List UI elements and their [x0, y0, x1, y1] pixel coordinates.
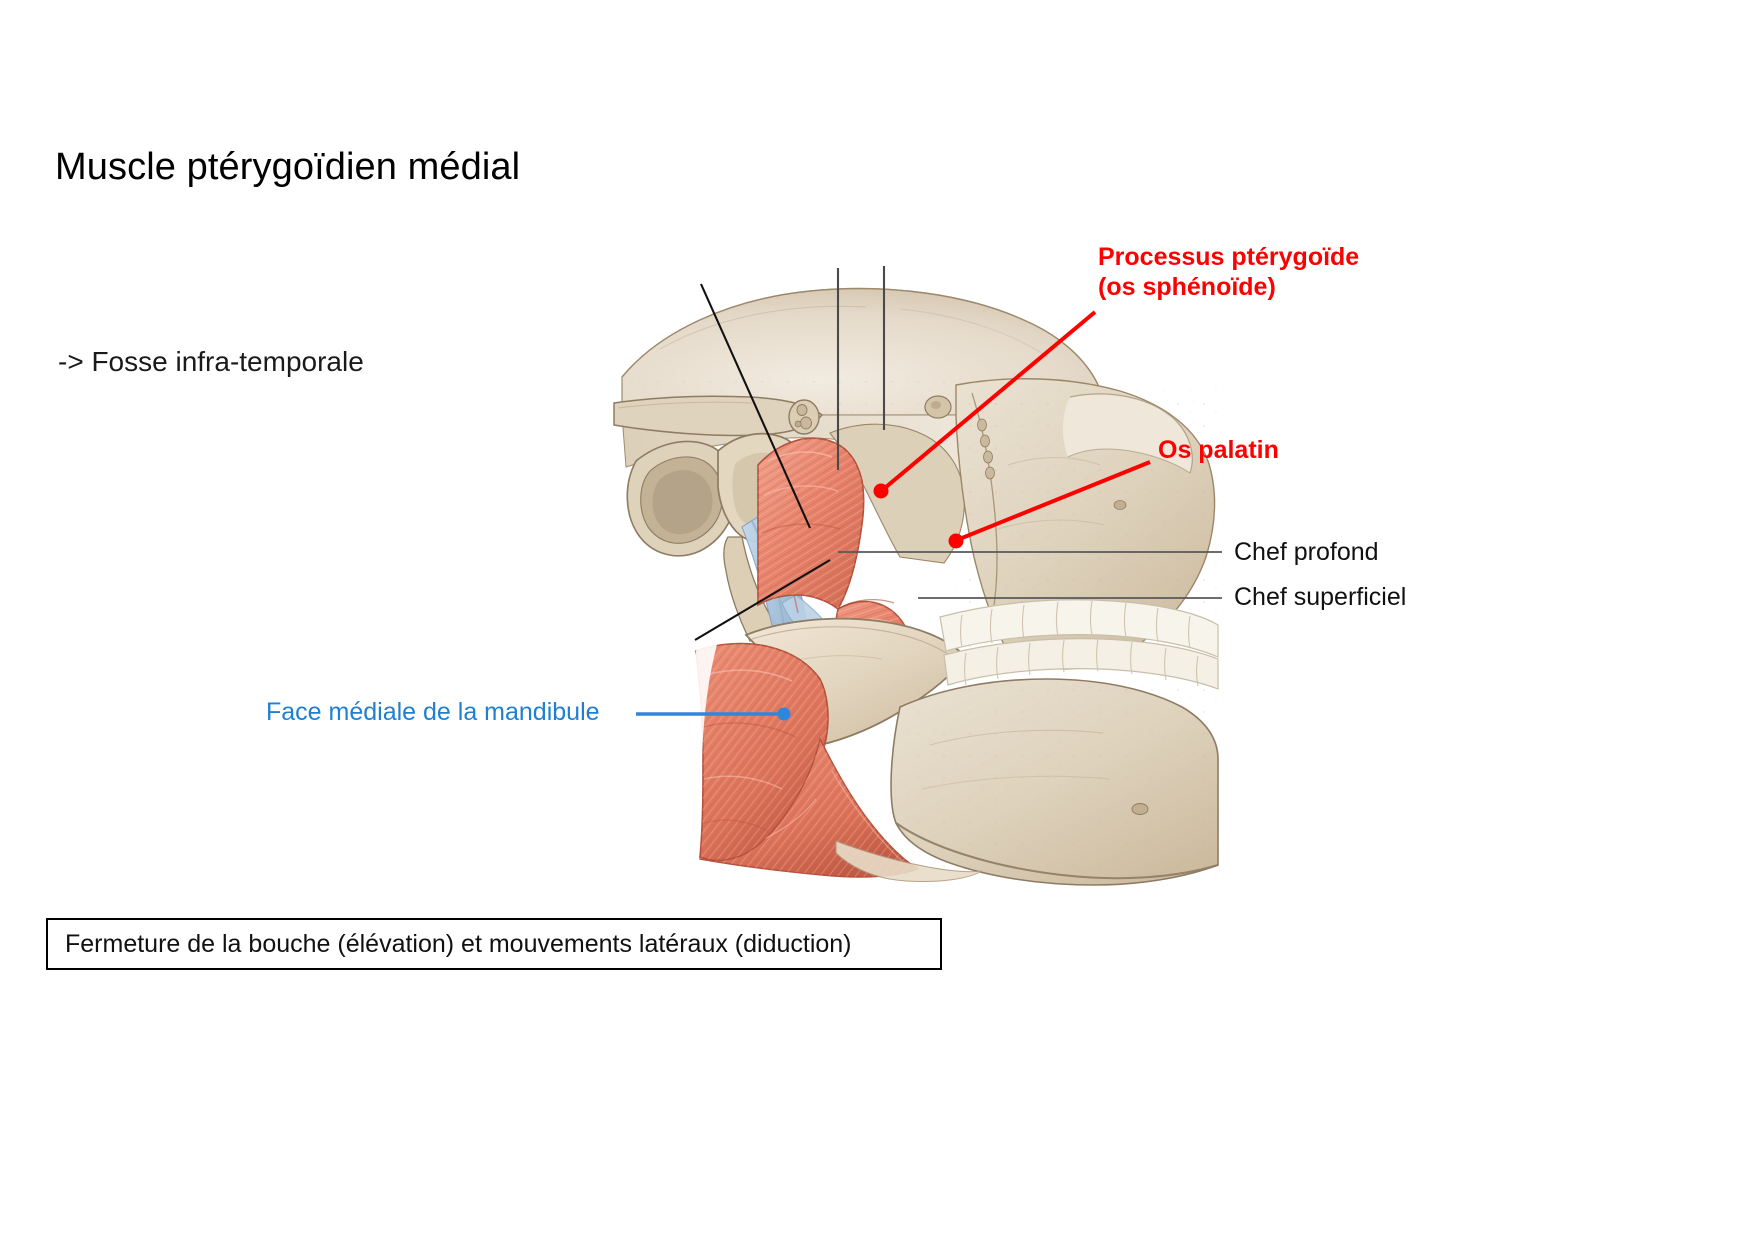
cut-surface-wedge: [694, 605, 728, 769]
caption-text: Fermeture de la bouche (élévation) et mo…: [65, 929, 852, 958]
annotation-os-palatin: Os palatin: [1158, 436, 1279, 464]
zygomatic-arch-cut: [613, 395, 824, 437]
anatomy-illustration: [600, 265, 1220, 895]
annotation-face-mediale-mandibule: Face médiale de la mandibule: [266, 698, 600, 726]
annotation-processus-pterygoide: Processus ptérygoïde (os sphénoïde): [1098, 243, 1360, 301]
arch-cut-surface: [788, 399, 820, 435]
caption-box: Fermeture de la bouche (élévation) et mo…: [46, 918, 942, 970]
page-title: Muscle ptérygoïdien médial: [55, 146, 521, 188]
sphenoid-spine: [924, 395, 952, 419]
left-note-text: -> Fosse infra-temporale: [58, 346, 364, 377]
mandibular-teeth: [943, 638, 1219, 690]
annotation-chef-superficiel: Chef superficiel: [1234, 583, 1407, 611]
maxillary-teeth: [939, 599, 1219, 658]
teeth-group: [939, 599, 1219, 690]
annotation-chef-profond: Chef profond: [1234, 538, 1379, 566]
mandible-body: [890, 678, 1219, 886]
